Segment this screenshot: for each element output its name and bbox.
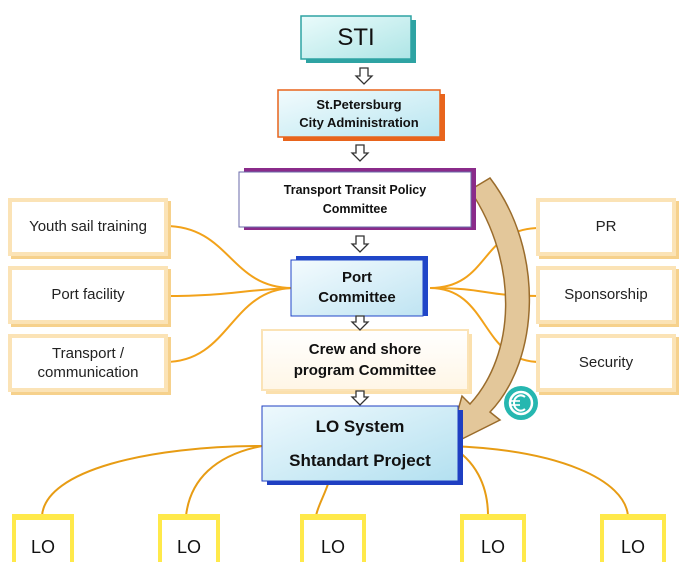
lo-unit-2: LO: [158, 514, 220, 562]
lo-unit-5-text: LO: [620, 537, 645, 557]
city-admin-box: [277, 89, 445, 141]
connector-youth-port: [164, 225, 293, 289]
crew-committee-line1: Crew and shore: [308, 341, 422, 358]
left-box-transport-line2: communication: [37, 364, 139, 381]
hollow-down-arrow-icon: [350, 67, 374, 406]
port-committee-box: [290, 256, 428, 317]
lo-system-label: LO System Shtandart Project: [262, 406, 458, 481]
transport-committee-box: [238, 168, 476, 230]
right-box-sponsorship-text: Sponsorship: [564, 286, 648, 304]
down-arrow-1: [354, 67, 374, 85]
transport-committee-label: Transport Transit Policy Committee: [239, 172, 471, 227]
left-box-youth: Youth sail training: [8, 198, 168, 256]
transport-committee-line2: Committee: [322, 201, 388, 216]
down-arrow-4: [350, 315, 370, 331]
port-committee-line2: Committee: [318, 289, 396, 306]
lo-unit-5: LO: [600, 514, 666, 562]
connector-lo5: [449, 445, 629, 517]
right-box-pr-text: PR: [595, 218, 617, 236]
euro-coin-icon: [504, 386, 538, 420]
lo-system-line1: LO System: [315, 416, 405, 436]
right-box-pr: PR: [536, 198, 676, 256]
big-curved-arrow: [446, 177, 531, 448]
lo-unit-3-text: LO: [320, 537, 345, 557]
lo-unit-1-text: LO: [30, 537, 55, 557]
port-committee-line1: Port: [342, 268, 372, 286]
crew-committee-label: Crew and shore program Committee: [262, 330, 468, 390]
city-admin-line2: City Administration: [299, 114, 419, 130]
connector-lo1: [41, 445, 263, 517]
left-box-youth-text: Youth sail training: [29, 218, 147, 236]
connector-transport-port: [164, 287, 293, 363]
sti-box: [300, 15, 416, 63]
connector-port-security: [429, 287, 541, 363]
right-box-security: Security: [536, 334, 676, 392]
lo-unit-2-text: LO: [176, 537, 201, 557]
lo-unit-4: LO: [460, 514, 526, 562]
lo-system-line2: Shtandart Project: [289, 450, 431, 470]
connector-port-pr: [429, 227, 541, 289]
left-box-transport-line1: Transport /: [52, 344, 124, 362]
lo-unit-4-text: LO: [480, 537, 505, 557]
sti-text: STI: [337, 23, 375, 51]
lo-system-box: [261, 405, 463, 485]
lo-unit-3: LO: [300, 514, 366, 562]
down-arrow-3: [350, 235, 370, 253]
city-admin-label: St.Petersburg City Administration: [278, 90, 440, 137]
connector-lo2: [185, 445, 263, 517]
left-box-transport: Transport / communication: [8, 334, 168, 392]
left-connectors: [164, 225, 293, 363]
sti-label: STI: [301, 16, 411, 59]
crew-committee-line2: program Committee: [293, 362, 437, 379]
right-box-security-text: Security: [578, 354, 634, 372]
left-box-facility-text: Port facility: [51, 286, 125, 304]
down-arrow-5: [350, 390, 370, 406]
left-box-facility: Port facility: [8, 266, 168, 324]
city-admin-line1: St.Petersburg: [316, 96, 402, 112]
connector-facility-port: [164, 287, 293, 297]
lo-unit-1: LO: [12, 514, 74, 562]
right-box-sponsorship: Sponsorship: [536, 266, 676, 324]
transport-committee-line1: Transport Transit Policy: [283, 182, 427, 197]
port-committee-label: Port Committee: [291, 260, 423, 316]
crew-committee-box: [261, 329, 472, 394]
lo-connectors: [41, 445, 629, 517]
down-arrow-2: [350, 144, 370, 162]
